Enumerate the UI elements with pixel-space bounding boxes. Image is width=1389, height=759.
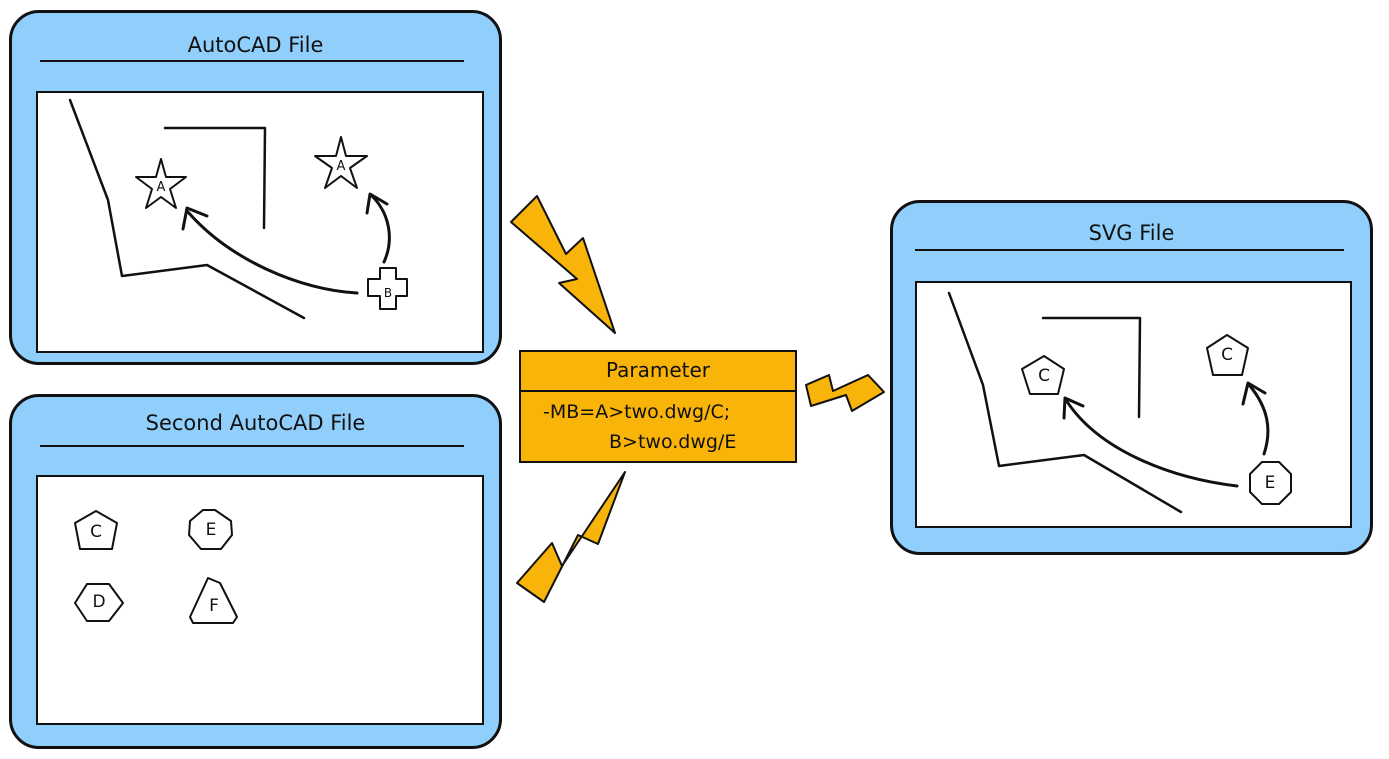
second-autocad-symbols: [74, 509, 238, 624]
parameter-line-1: -MB=A>two.dwg/C;: [543, 401, 731, 423]
second-pentagon-c-icon: [74, 510, 118, 550]
second-octagon-e-icon: [188, 509, 233, 550]
second-triangle-f-icon: [189, 577, 238, 624]
autocad-star-a-2-label: A: [336, 159, 346, 174]
autocad-wall-line: [68, 98, 306, 320]
svg-c-2-label: C: [1221, 345, 1233, 365]
autocad-file-canvas: [36, 91, 484, 353]
second-autocad-file-title: Second AutoCAD File: [145, 411, 366, 435]
autocad-file-title: AutoCAD File: [187, 33, 324, 57]
zigzag-arrow-second-to-parameter: [516, 471, 626, 603]
parameter-line-2: B>two.dwg/E: [609, 431, 737, 453]
svg-c-1-label: C: [1038, 366, 1050, 386]
parameter-title: Parameter: [605, 358, 711, 382]
svg-wall-line: [947, 291, 1183, 514]
autocad-plus-b-label: B: [383, 286, 393, 300]
autocad-arrow-head-2: [365, 192, 389, 215]
second-autocad-file-canvas: [36, 475, 484, 725]
parameter-title-rule: [521, 390, 795, 392]
second-hexagon-d-icon: [74, 583, 124, 622]
second-e-label: E: [205, 520, 217, 540]
autocad-star-a-2-icon: [314, 136, 368, 189]
svg-pentagon-c-1-icon: [1021, 355, 1065, 395]
zigzag-arrows: [510, 195, 885, 603]
svg-octagon-e-icon: [1249, 461, 1292, 505]
second-d-label: D: [92, 592, 106, 612]
autocad-file-window: AutoCAD File: [9, 10, 502, 365]
second-autocad-file-window: Second AutoCAD File: [9, 394, 502, 749]
second-c-label: C: [90, 522, 102, 542]
autocad-file-title-rule: [40, 60, 464, 62]
svg-arrow-to-c-1: [1064, 398, 1239, 488]
svg-arrow-head-1: [1062, 396, 1085, 420]
second-f-label: F: [209, 596, 219, 616]
svg-arrow-to-c-2: [1248, 384, 1270, 456]
autocad-arrow-to-star-2: [370, 194, 391, 264]
autocad-drawing: [68, 98, 408, 320]
autocad-plus-b-icon: [367, 267, 408, 310]
zigzag-arrow-parameter-to-svg: [805, 374, 885, 412]
second-autocad-file-title-rule: [40, 445, 464, 447]
autocad-star-a-1-icon: [135, 158, 187, 209]
autocad-arrow-to-star-1: [186, 210, 359, 295]
parameter-box: Parameter -MB=A>two.dwg/C; B>two.dwg/E: [519, 350, 797, 463]
zigzag-arrow-autocad-to-parameter: [510, 195, 616, 334]
svg-pentagon-c-2-icon: [1206, 334, 1249, 376]
autocad-star-a-1-label: A: [156, 180, 166, 195]
svg-arrow-head-2: [1241, 381, 1267, 406]
autocad-arrow-head-1: [181, 206, 209, 231]
svg-e-label: E: [1264, 473, 1276, 493]
svg-file-title: SVG File: [1088, 221, 1175, 245]
svg-drawing: [947, 291, 1292, 514]
autocad-room-outline: [163, 126, 267, 230]
svg-room-outline: [1041, 316, 1142, 419]
svg-file-title-rule: [915, 249, 1344, 251]
